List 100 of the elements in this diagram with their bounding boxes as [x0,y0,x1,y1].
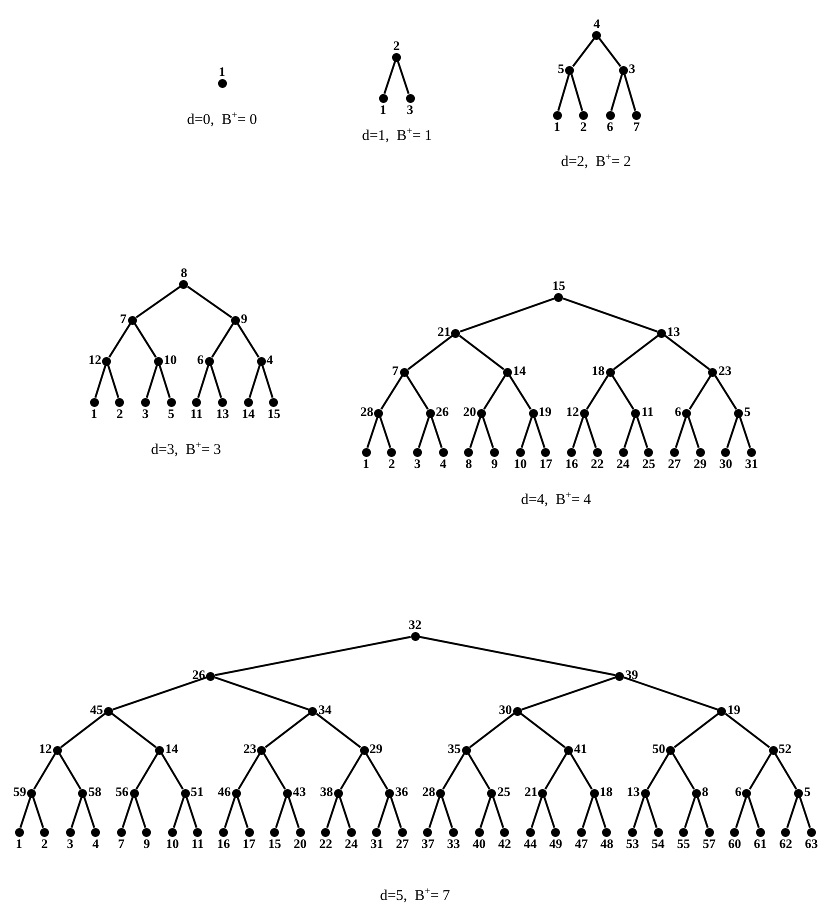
tree-edge [483,375,506,410]
tree-edge [366,416,378,448]
tree-edge [70,796,82,828]
tree-edge [261,365,274,398]
tree-edge [623,416,636,448]
tree-caption: d=0, B$^{+}$= 0 [186,110,258,129]
tree-caption: d=1, B$^{+}$= 1 [362,126,432,145]
node-number: 41 [574,742,588,754]
node-number: 28 [360,406,374,418]
tree-edge [624,74,636,111]
tree-caption: d=4, B$^{+}$= 4 [520,490,592,509]
node-number: 3 [142,408,149,420]
node-number: 42 [498,838,512,850]
tree-edge [379,416,392,448]
node-number: 29 [370,742,383,754]
tree-edge [441,796,454,828]
node-number: 14 [512,364,526,376]
node-number: 53 [626,838,639,850]
node-number: 11 [641,406,654,418]
node-number: 15 [268,838,282,850]
node-number: 30 [719,458,732,470]
tree-edge [236,323,260,358]
node-number: 9 [144,838,150,850]
node-number: 26 [436,406,449,418]
node-number: 4 [92,838,99,850]
tree-edge [135,753,158,790]
node-number: 3 [628,62,636,74]
node-number: 11 [190,408,203,420]
tree-edge [408,334,453,370]
node-number: 34 [318,704,332,716]
node-number: 43 [292,786,306,798]
node-number: 47 [574,838,588,850]
node-number: 51 [190,786,204,798]
tree-edge [572,38,595,68]
node-number: 1 [90,408,98,420]
tree-edge [458,334,504,370]
node-number: 13 [216,408,229,420]
node-number: 12 [88,354,102,366]
node-number: 8 [180,266,188,278]
tree-edge [735,796,748,828]
node-number: 22 [319,838,332,850]
tree-edge [134,796,146,828]
node-number: 6 [734,786,742,798]
node-number: 5 [804,786,811,798]
tree-edge [136,286,181,318]
node-number: 6 [197,354,204,366]
node-number: 33 [447,838,460,850]
tree-edge [674,416,687,448]
node-number: 29 [694,458,707,470]
tree-edge [544,753,568,790]
tree-edge [419,636,616,676]
tree-edge [340,753,363,790]
node-number: 1 [554,120,560,132]
node-number: 16 [565,458,578,470]
tree-edge [598,38,622,68]
tree-edge [624,676,718,710]
node-number: 60 [728,838,742,850]
node-number: 40 [472,838,486,850]
node-number: 7 [392,364,399,376]
node-number: 2 [41,838,48,850]
node-number: 1 [380,104,386,116]
node-number: 31 [745,458,758,470]
node-number: 8 [702,786,708,798]
tree-edge [534,416,546,448]
node-number: 7 [633,120,640,132]
tree-edge [211,323,234,358]
node-number: 20 [294,838,307,850]
node-number: 58 [88,786,102,798]
node-number: 24 [344,838,358,850]
tree-edge [632,796,645,828]
tree-edge [612,375,634,410]
tree-edge [492,796,504,828]
node-number: 31 [370,838,384,850]
node-number: 46 [218,786,231,798]
tree-edge [288,796,300,828]
node-number: 38 [320,786,333,798]
node-number: 54 [652,838,664,850]
tree-edge [418,416,430,448]
node-number: 21 [524,786,538,798]
tree-edge [460,298,555,332]
node-number: 36 [395,786,408,798]
node-number: 4 [594,18,600,30]
node-number: 6 [674,406,682,418]
tree-edge [186,796,198,828]
node-number: 61 [754,838,767,850]
node-number: 23 [718,364,732,376]
tree-edge [688,375,712,410]
node-number: 57 [702,838,716,850]
node-number: 13 [667,326,680,338]
tree-edge [520,712,566,748]
tree-edge [275,796,287,828]
tree-edge [646,753,670,790]
tree-edge [248,365,261,398]
tree-edge [383,60,396,94]
node-number: 1 [362,458,370,470]
node-number: 48 [600,838,614,850]
tree-edge [108,323,131,358]
tree-edge [570,753,593,790]
node-number: 6 [606,120,614,132]
node-number: 1 [16,838,22,850]
